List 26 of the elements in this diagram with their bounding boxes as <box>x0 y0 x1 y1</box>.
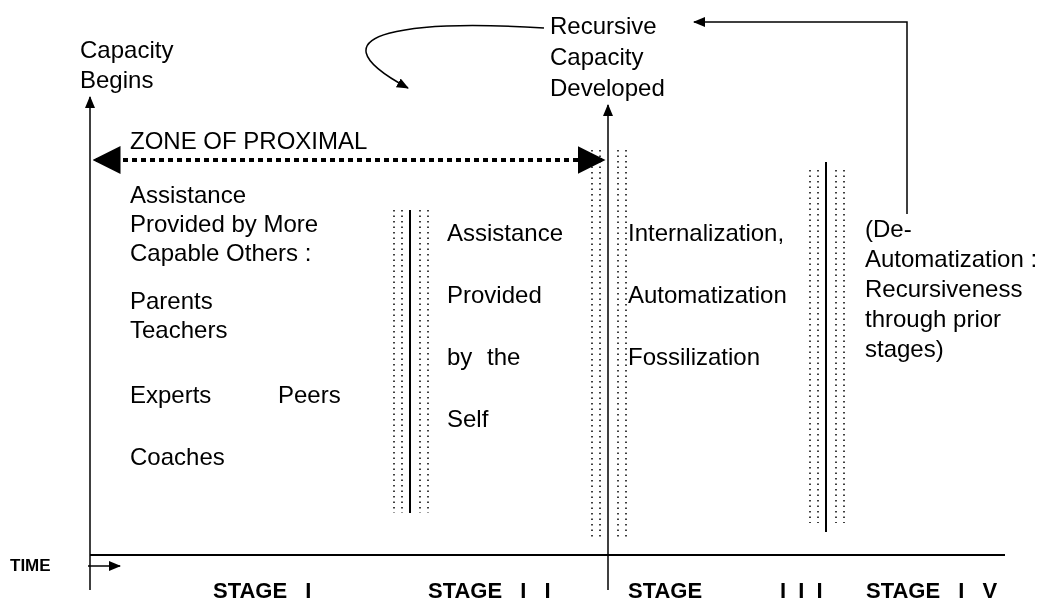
axis-label: TIME <box>10 556 51 576</box>
column-text: Experts <box>130 380 212 409</box>
column-text: Assistance Provided by More Capable Others : <box>130 180 320 267</box>
zone-label: ZONE OF PROXIMAL <box>130 126 368 155</box>
annotation-text: Recursive Capacity Developed <box>550 10 690 103</box>
column-text: Internalization, <box>628 218 785 247</box>
annotation-text: Capacity Begins <box>80 35 190 95</box>
column-text: Peers <box>278 380 341 409</box>
arrow <box>693 17 908 215</box>
column-text: Assistance <box>447 218 564 247</box>
axis-label: STAGE I V <box>866 578 998 604</box>
axis-label: STAGE I <box>213 578 312 604</box>
axis-label: STAGE <box>628 578 703 604</box>
axis-label: I I I <box>780 578 823 604</box>
column-text: Fossilization <box>628 342 761 371</box>
column-text: Automatization <box>628 280 787 309</box>
annotation-text: (De- Automatization : Recursiveness through prior stages) <box>865 214 1041 364</box>
column-text: Parents Teachers <box>130 286 229 344</box>
axis-label: STAGE I I <box>428 578 551 604</box>
column-text: by the <box>447 342 521 371</box>
arrow <box>85 96 95 591</box>
column-text: Self <box>447 404 489 433</box>
column-text: Coaches <box>130 442 225 471</box>
arrow <box>603 104 613 591</box>
arrow <box>365 24 545 89</box>
column-text: Provided <box>447 280 542 309</box>
